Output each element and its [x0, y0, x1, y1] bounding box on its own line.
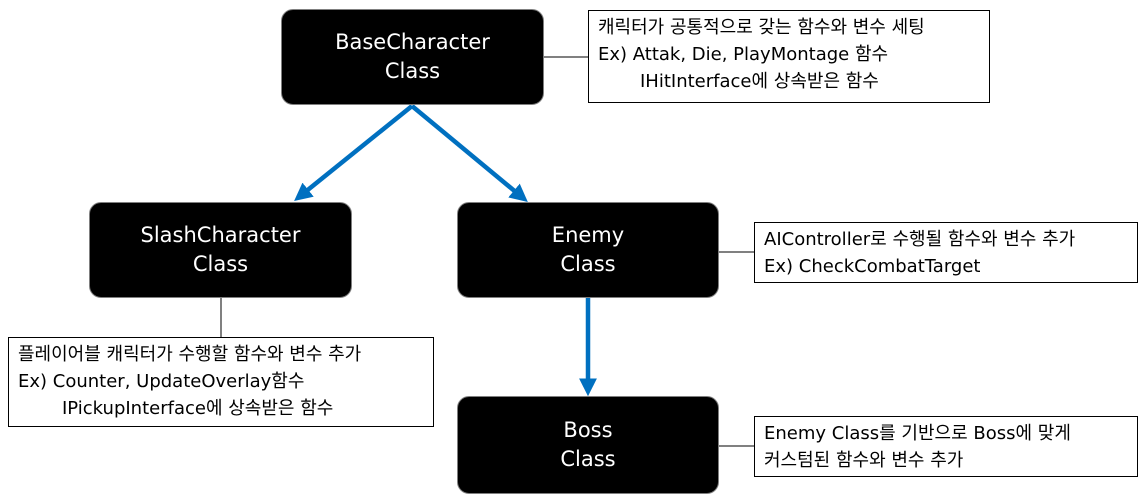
- node-title: SlashCharacter: [140, 223, 301, 247]
- base-character-note: 캐릭터가 공통적으로 갖는 함수와 변수 세팅 Ex) Attak, Die, …: [588, 10, 990, 103]
- node-title: BaseCharacter: [335, 30, 490, 54]
- note-line: Enemy Class를 기반으로 Boss에 맞게: [764, 423, 1071, 444]
- slash-character-class-node: SlashCharacter Class: [89, 202, 352, 298]
- slash-character-note: 플레이어블 캐릭터가 수행할 함수와 변수 추가 Ex) Counter, Up…: [8, 337, 434, 427]
- note-line: 캐릭터가 공통적으로 갖는 함수와 변수 세팅: [598, 17, 925, 38]
- boss-class-node: Boss Class: [457, 396, 719, 494]
- boss-note: Enemy Class를 기반으로 Boss에 맞게 커스텀된 함수와 변수 추…: [754, 416, 1138, 477]
- arrow-base-to-slash: [294, 104, 414, 201]
- note-line: Ex) Counter, UpdateOverlay함수: [18, 371, 305, 392]
- node-subtitle: Class: [560, 252, 616, 276]
- note-line: Ex) Attak, Die, PlayMontage 함수: [598, 44, 889, 65]
- node-subtitle: Class: [560, 447, 616, 471]
- note-line: AIController로 수행될 함수와 변수 추가: [764, 229, 1076, 250]
- note-line: IPickupInterface에 상속받은 함수: [62, 398, 334, 419]
- base-character-class-node: BaseCharacter Class: [281, 9, 544, 105]
- node-subtitle: Class: [192, 252, 249, 276]
- note-line: 커스텀된 함수와 변수 추가: [764, 450, 964, 471]
- note-line: 플레이어블 캐릭터가 수행할 함수와 변수 추가: [18, 344, 362, 365]
- node-subtitle: Class: [384, 59, 441, 83]
- enemy-class-node: Enemy Class: [457, 202, 719, 298]
- note-line: Ex) CheckCombatTarget: [764, 256, 981, 277]
- node-title: Boss: [563, 418, 613, 442]
- arrow-base-to-enemy: [410, 104, 528, 203]
- note-line: IHitInterface에 상속받은 함수: [640, 71, 879, 92]
- node-title: Enemy: [551, 223, 625, 247]
- enemy-note: AIController로 수행될 함수와 변수 추가 Ex) CheckCom…: [754, 222, 1138, 283]
